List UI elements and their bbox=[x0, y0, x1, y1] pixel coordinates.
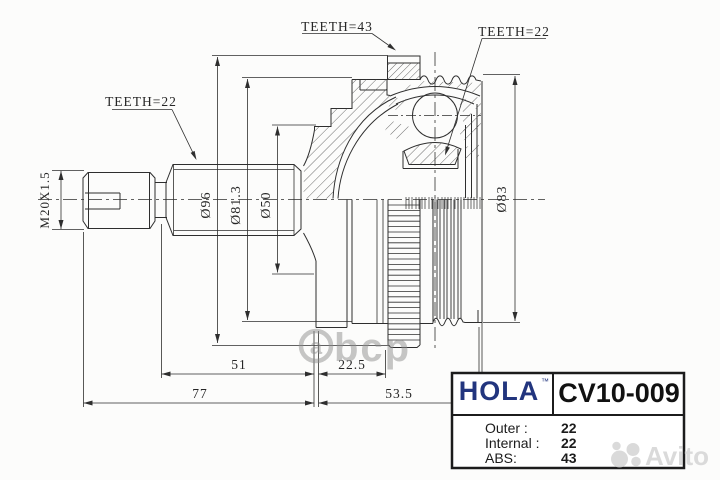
spec-value-outer: 22 bbox=[561, 420, 577, 436]
dia83-label: Ø83 bbox=[495, 185, 510, 212]
avito-logo-icon bbox=[611, 441, 641, 468]
spec-label-internal: Internal : bbox=[485, 435, 539, 451]
thread-spec-label: M20X1.5 bbox=[37, 171, 52, 228]
dimension-arrows bbox=[58, 43, 518, 406]
dia50-label: Ø50 bbox=[259, 191, 274, 218]
splined-shaft bbox=[165, 164, 302, 236]
spec-value-abs: 43 bbox=[561, 450, 577, 466]
dim-22-5-label: 22.5 bbox=[338, 357, 366, 372]
spec-label-abs: ABS: bbox=[485, 450, 517, 466]
avito-logo-text: Avito bbox=[645, 441, 709, 471]
dim-77-label: 77 bbox=[192, 386, 208, 401]
watermark-abcp: a bcp bbox=[298, 326, 411, 370]
dia81-label: Ø81.3 bbox=[229, 185, 244, 225]
dim-53-5-label: 53.5 bbox=[385, 386, 413, 401]
drawing-labels: TEETH=22 TEETH=43 TEETH=22 M20X1.5 Ø96 Ø… bbox=[37, 19, 550, 401]
abcp-logo-letter: a bbox=[310, 334, 323, 359]
threaded-stub bbox=[82, 172, 156, 229]
dia96-label: Ø96 bbox=[199, 191, 214, 218]
trademark-symbol: ™ bbox=[541, 377, 549, 386]
brand-logo: HOLA bbox=[459, 376, 540, 406]
part-number: CV10-009 bbox=[558, 378, 680, 408]
teeth-shaft-label: TEETH=22 bbox=[105, 94, 177, 109]
watermark-avito: Avito bbox=[611, 441, 709, 471]
spec-rows: Outer : 22 Internal : 22 ABS: 43 bbox=[485, 420, 577, 466]
abcp-logo-text: bcp bbox=[334, 326, 411, 370]
teeth-outer-label: TEETH=22 bbox=[478, 24, 550, 39]
abcp-logo-icon bbox=[298, 328, 334, 364]
teeth-abs-label: TEETH=43 bbox=[301, 19, 373, 34]
spec-value-internal: 22 bbox=[561, 435, 577, 451]
title-block: HOLA ™ CV10-009 Outer : 22 Internal : 22… bbox=[450, 371, 686, 470]
dim-51-label: 51 bbox=[231, 357, 247, 372]
spec-label-outer: Outer : bbox=[485, 420, 528, 436]
